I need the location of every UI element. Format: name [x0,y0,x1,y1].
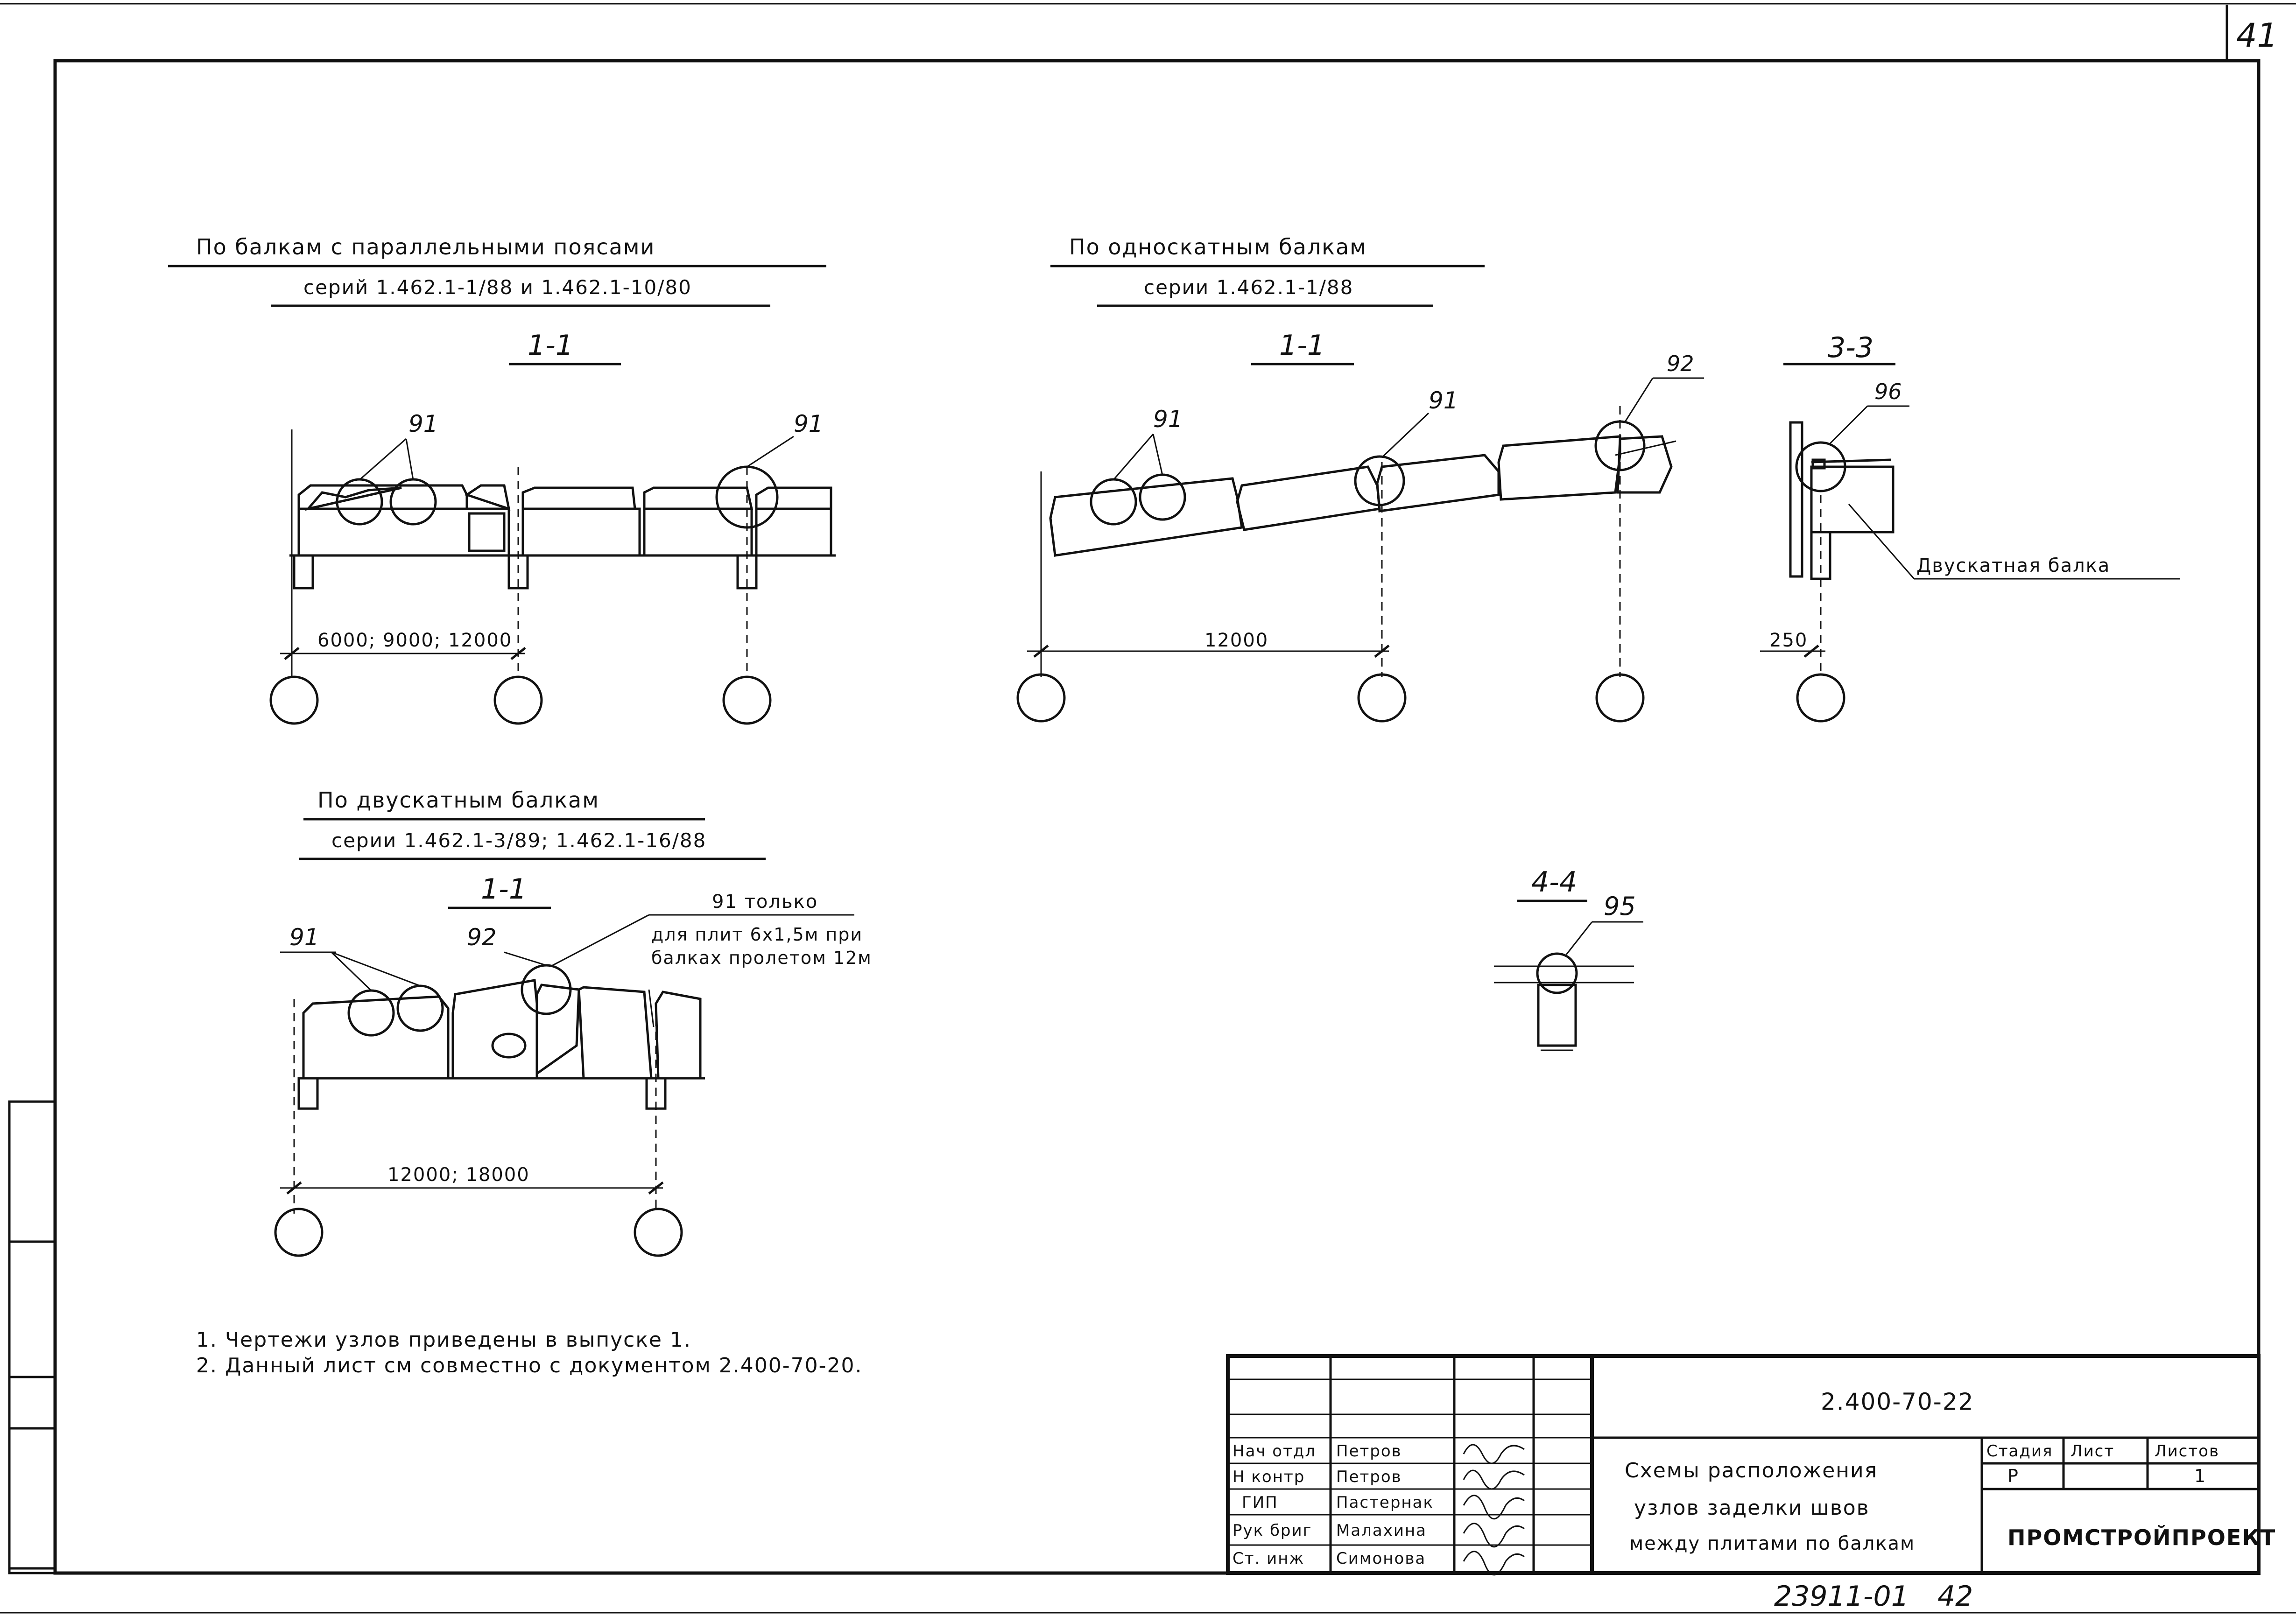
node-label: 92 [467,924,497,951]
node-label: 95 [1604,892,1636,921]
name-label: Симонова [1336,1549,1426,1568]
signatures [1463,1444,1525,1576]
organization-name: ПРОМСТРОЙПРОЕКТ [2007,1525,2276,1550]
node-label: 92 [1667,351,1694,376]
name-label: Петров [1336,1468,1402,1486]
sheet-title-line: Схемы расположения [1625,1459,1878,1482]
cut-label: 1-1 [1279,329,1325,362]
section-single-slope-beams: По односкатным балкам серии 1.462.1-1/88… [1016,234,1704,723]
axis-bubble [1796,673,1845,723]
node-95 [1536,952,1578,994]
node-label: 91 [794,410,824,437]
node-92 [521,964,572,1015]
stage-header: Стадия [1986,1442,2053,1461]
slab-row [289,484,836,557]
section-title: По двускатным балкам [317,787,599,813]
axis-bubble [493,675,543,725]
node-label: 91 [1153,406,1183,433]
axis-bubble [722,675,772,725]
section-title: По балкам с параллельными поясами [196,234,655,260]
section-3-3: 3-3 96 Двускатная балка 250 [1760,331,2180,723]
offset-dimension: 250 [1769,630,1808,651]
node-label: 96 [1874,379,1902,404]
name-label: Пастернак [1336,1493,1434,1512]
axis-bubble [269,675,319,725]
sheet-title-line: узлов заделки швов [1634,1496,1870,1520]
axis-bubble [1595,673,1645,723]
note-line: для плит 6х1,5м при [651,924,863,945]
section-parallel-beams: По балкам с параллельными поясами серий … [168,234,836,725]
general-notes: 1. Чертежи узлов приведены в выпуске 1. … [196,1328,862,1377]
section-double-slope-beams: По двускатным балкам серии 1.462.1-3/89;… [274,787,872,1257]
sheet-header: Лист [2071,1442,2114,1461]
cut-label: 1-1 [528,329,573,362]
beam-label: Двускатная балка [1916,555,2110,576]
cut-label: 4-4 [1531,866,1577,899]
sheet-title-line: между плитами по балкам [1629,1533,1915,1554]
stage-value: Р [2007,1466,2019,1486]
note-line: балках пролетом 12м [651,948,872,968]
note: 2. Данный лист см совместно с документом… [196,1354,862,1377]
role-label: Ст. инж [1233,1549,1304,1568]
span-dimension: 6000; 9000; 12000 [317,630,512,651]
name-label: Малахина [1336,1521,1427,1540]
role-label: Нач отдл [1233,1442,1316,1461]
span-dimension: 12000; 18000 [387,1164,530,1186]
page-number-bottom: 42 [1937,1580,1973,1613]
series-label: серии 1.462.1-1/88 [1144,276,1353,299]
node-91-a [347,989,395,1037]
node-label: 91 [1429,387,1458,414]
axis-bubble [1016,673,1066,723]
title-block: 2.400-70-22 Нач отдл Н контр ГИП Рук бри… [1226,1354,2276,1576]
section-4-4: 4-4 95 [1494,866,1643,1051]
node-91-b [1139,473,1186,521]
span-dimension: 12000 [1204,630,1268,651]
name-label: Петров [1336,1442,1402,1461]
axis-bubble [274,1208,324,1257]
node-91-c [1354,455,1405,506]
axis-bubble [634,1208,683,1257]
node-label: 91 [408,410,438,437]
role-label: Рук бриг [1233,1521,1312,1540]
document-code: 2.400-70-22 [1821,1388,1974,1415]
sheet-frame: 41 [0,3,2296,1614]
series-label: серий 1.462.1-1/88 и 1.462.1-10/80 [303,276,692,299]
sheet-number-top: 41 [2236,16,2278,55]
note: 1. Чертежи узлов приведены в выпуске 1. [196,1328,691,1352]
section-title: По односкатным балкам [1069,234,1367,260]
node-label: 91 [289,924,319,951]
axis-bubble [1357,673,1407,723]
role-label: Н контр [1233,1468,1305,1486]
node-91-a [1090,478,1137,526]
sheets-value: 1 [2194,1466,2206,1486]
inventory-number: 23911-01 [1774,1580,1909,1613]
cut-label: 3-3 [1828,331,1873,364]
note-title: 91 только [712,891,818,913]
sheets-header: Листов [2155,1442,2219,1461]
node-91-b [396,984,444,1032]
series-label: серии 1.462.1-3/89; 1.462.1-16/88 [331,829,706,852]
cut-label: 1-1 [481,873,527,906]
node-96 [1795,441,1846,492]
role-label: ГИП [1242,1493,1278,1512]
